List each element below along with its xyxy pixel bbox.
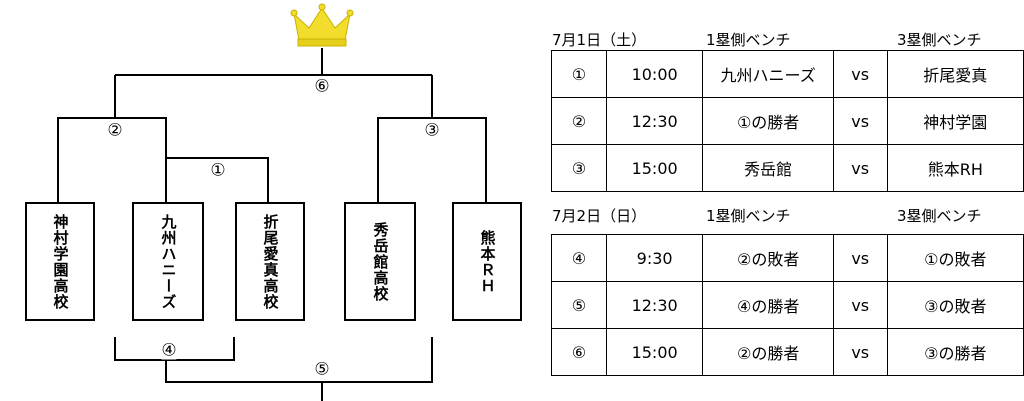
- bracket-line-match-3: [377, 117, 487, 202]
- away-team: ①の敗者: [886, 234, 1024, 282]
- team-box-kamimura: 神村学園高校: [25, 202, 95, 321]
- vs-text: vs: [832, 328, 888, 376]
- match-label-5: ⑤: [314, 359, 330, 380]
- home-team: ②の勝者: [702, 328, 834, 376]
- match-number: ①: [551, 50, 607, 98]
- vs-text: vs: [832, 144, 888, 192]
- match-number: ②: [551, 97, 607, 145]
- vs-text: vs: [832, 281, 888, 329]
- match-label-4: ④: [161, 340, 177, 361]
- home-bench-header-day1: 1塁側ベンチ: [706, 31, 791, 49]
- home-team: 秀岳館: [702, 144, 834, 192]
- home-team: ④の勝者: [702, 281, 834, 329]
- away-team: 神村学園: [886, 97, 1024, 145]
- team-box-kyushu-honeys: 九州ハニーズ: [132, 202, 204, 321]
- away-team: 熊本RH: [886, 144, 1024, 192]
- home-team: ②の敗者: [702, 234, 834, 282]
- team-box-kumamoto-rh: 熊本ＲＨ: [452, 202, 522, 321]
- crown-icon: [290, 3, 354, 47]
- match-label-1: ①: [210, 160, 226, 181]
- match-time: 12:30: [605, 281, 704, 329]
- match-time: 15:00: [605, 328, 704, 376]
- match-number: ⑤: [551, 281, 607, 329]
- vs-text: vs: [832, 50, 888, 98]
- home-bench-header-day2: 1塁側ベンチ: [706, 207, 791, 225]
- bracket-line-match-4: [114, 337, 235, 361]
- schedule-table-day2: ④ 9:30 ②の敗者 vs ①の敗者 ⑤ 12:30 ④の勝者 vs ③の敗者…: [551, 234, 1024, 376]
- match-time: 10:00: [605, 50, 704, 98]
- away-bench-header-day1: 3塁側ベンチ: [897, 31, 982, 49]
- vs-text: vs: [832, 234, 888, 282]
- match-label-6: ⑥: [314, 76, 330, 97]
- table-row: ④ 9:30 ②の敗者 vs ①の敗者: [551, 234, 1024, 282]
- schedule-date-day2: 7月2日（日）: [552, 207, 647, 225]
- home-team: 九州ハニーズ: [702, 50, 834, 98]
- match-number: ⑥: [551, 328, 607, 376]
- table-row: ① 10:00 九州ハニーズ vs 折尾愛真: [551, 50, 1024, 98]
- match-time: 12:30: [605, 97, 704, 145]
- table-row: ② 12:30 ①の勝者 vs 神村学園: [551, 97, 1024, 145]
- bracket-line-match-6: [114, 48, 433, 118]
- schedule-table-day1: ① 10:00 九州ハニーズ vs 折尾愛真 ② 12:30 ①の勝者 vs 神…: [551, 50, 1024, 192]
- tournament-bracket: [57, 3, 487, 401]
- away-team: ③の勝者: [886, 328, 1024, 376]
- table-row: ⑥ 15:00 ②の勝者 vs ③の勝者: [551, 328, 1024, 376]
- away-bench-header-day2: 3塁側ベンチ: [897, 207, 982, 225]
- bracket-line-match-5: [165, 337, 433, 401]
- match-label-3: ③: [424, 120, 440, 141]
- match-time: 9:30: [605, 234, 704, 282]
- match-number: ③: [551, 144, 607, 192]
- match-label-2: ②: [107, 120, 123, 141]
- away-team: 折尾愛真: [886, 50, 1024, 98]
- bracket-line-match-1: [165, 157, 269, 202]
- away-team: ③の敗者: [886, 281, 1024, 329]
- team-box-shugakukan: 秀岳館高校: [344, 202, 416, 321]
- vs-text: vs: [832, 97, 888, 145]
- bracket-line-match-2: [57, 117, 167, 202]
- home-team: ①の勝者: [702, 97, 834, 145]
- table-row: ③ 15:00 秀岳館 vs 熊本RH: [551, 144, 1024, 192]
- match-number: ④: [551, 234, 607, 282]
- match-time: 15:00: [605, 144, 704, 192]
- schedule-date-day1: 7月1日（土）: [552, 31, 647, 49]
- team-box-orio-aishin: 折尾愛真高校: [235, 202, 305, 321]
- table-row: ⑤ 12:30 ④の勝者 vs ③の敗者: [551, 281, 1024, 329]
